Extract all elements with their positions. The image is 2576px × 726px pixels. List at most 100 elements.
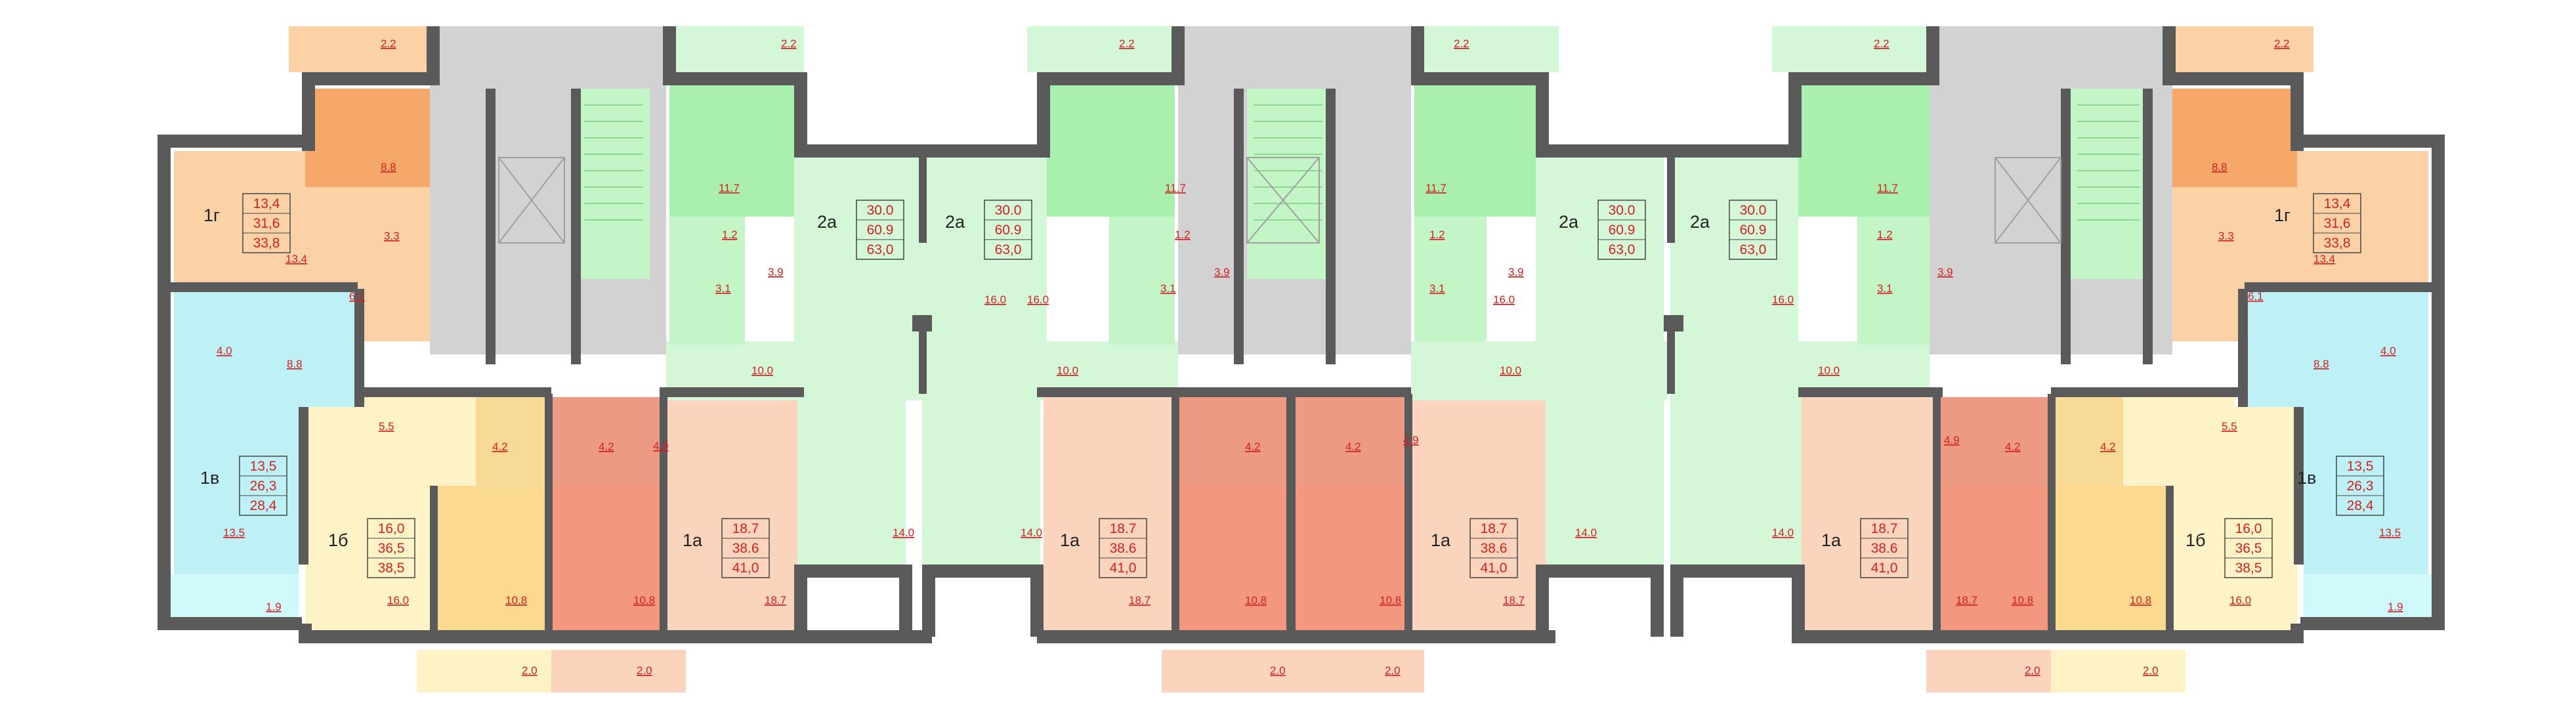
apartment-area-v2: 60.9 <box>1740 223 1767 238</box>
room-area-label: 2.0 <box>2143 664 2159 677</box>
bath-2a-a5 <box>669 217 745 345</box>
room-area-label: 18.7 <box>1129 594 1151 607</box>
apartment-area-v1: 30.0 <box>867 203 894 218</box>
room-area-label: 8.8 <box>2212 161 2228 173</box>
wall <box>1926 26 1939 85</box>
room-area-label: 10.8 <box>1245 594 1267 607</box>
room-area-label: 3.9 <box>1937 266 1953 278</box>
room-area-label: 8.8 <box>2313 358 2329 370</box>
wall <box>2051 387 2248 397</box>
room-area-label: 1.9 <box>266 601 282 613</box>
balcony-1g-left <box>289 26 430 72</box>
room-area-label: 3.9 <box>768 266 784 278</box>
apartment-type: 1в <box>2297 468 2316 488</box>
apartment-area-v3: 33,8 <box>253 236 280 251</box>
apartment-area-v1: 13,5 <box>250 459 277 474</box>
room-area-label: 4.2 <box>2005 440 2021 453</box>
walls <box>158 26 2445 643</box>
wall <box>1326 89 1336 364</box>
apartment-box-frame <box>1099 518 1147 578</box>
room-area-label: 10.0 <box>751 364 773 377</box>
balcony-1v-left <box>164 574 299 624</box>
balcony-1v-right <box>2304 574 2438 624</box>
room-area-label: 2.0 <box>2025 664 2040 677</box>
apartment-area-v1: 30.0 <box>1740 203 1767 218</box>
wall <box>2294 407 2304 565</box>
room-2a-a9-hall <box>1411 341 1667 400</box>
room-area-label: 13.4 <box>2313 253 2335 265</box>
room-area-label: 10.0 <box>1500 364 1521 377</box>
bath-2a-a10 <box>1857 217 1930 345</box>
room-1v-living <box>174 407 299 574</box>
wall <box>1788 72 1802 158</box>
wall <box>167 282 358 292</box>
room-1v-living-right <box>2304 407 2428 574</box>
wall <box>158 617 302 630</box>
balcony-2a-a9 <box>1411 26 1559 72</box>
room-2a-a6-kitchen <box>1047 72 1175 217</box>
apartment-box-frame <box>2313 193 2361 253</box>
room-2a-a5-room2 <box>797 400 906 571</box>
room-area-label: 11.7 <box>1425 182 1446 194</box>
apartment-type: 1г <box>203 205 220 225</box>
apartment-area-v3: 38,5 <box>2235 561 2262 576</box>
apartment-area-v3: 28,4 <box>250 498 277 513</box>
room-area-label: 1.9 <box>2388 601 2403 613</box>
room-area-label: 4.9 <box>1403 434 1419 446</box>
apartment-box-frame <box>856 200 904 260</box>
wall <box>1788 72 1936 85</box>
stair-flight-left <box>578 89 650 279</box>
room-1a-kitchen-left <box>548 486 666 630</box>
wall <box>660 394 667 633</box>
room-1v-kitchen-right <box>2245 289 2428 407</box>
apartment-area-v3: 41,0 <box>1871 561 1898 576</box>
wall <box>1037 630 1555 643</box>
wall <box>1933 394 1941 633</box>
room-area-label: 1.2 <box>1175 228 1191 241</box>
wall <box>919 154 927 243</box>
wall <box>1798 387 1943 397</box>
apartment-area-v3: 38,5 <box>378 561 405 576</box>
wall <box>899 565 912 637</box>
section-right <box>1802 26 2438 693</box>
room-area-label: 3.1 <box>1877 282 1893 295</box>
room-area-label: 8.8 <box>381 161 396 173</box>
wall-outer-left <box>158 135 171 627</box>
apartment-area-v3: 28,4 <box>2347 498 2374 513</box>
room-area-label: 13.5 <box>223 526 245 539</box>
apartment-area-v2: 36,5 <box>2235 541 2262 556</box>
apartment-area-v1: 18.7 <box>732 521 759 536</box>
apartment-box-frame <box>242 193 291 253</box>
balcony-2a-a6 <box>1027 26 1178 72</box>
apartment-area-v3: 63,0 <box>867 242 894 257</box>
room-area-label: 16.0 <box>984 293 1006 306</box>
apartment-type: 1а <box>1821 530 1842 550</box>
wall <box>2291 135 2441 148</box>
room-area-label: 1.2 <box>1429 228 1445 241</box>
room-area-label: 10.8 <box>2012 594 2033 607</box>
room-1a-a8-living <box>1411 397 1546 630</box>
wall <box>1536 565 1651 578</box>
room-2a-a9-room2 <box>1546 400 1664 571</box>
apartment-box-frame <box>1729 200 1777 260</box>
room-2a-a9-room <box>1536 154 1664 341</box>
wall <box>1792 565 1805 637</box>
room-2a-a9-kitchen <box>1414 72 1546 217</box>
room-area-label: 10.0 <box>1818 364 1840 377</box>
wall <box>794 72 807 158</box>
room-area-label: 3.9 <box>1214 266 1230 278</box>
room-1b-kitchen-right <box>2054 486 2169 630</box>
apartment-area-v3: 63,0 <box>995 242 1022 257</box>
apartment-area-v3: 41,0 <box>1110 561 1137 576</box>
wall <box>794 144 1047 158</box>
wall <box>302 72 433 85</box>
room-area-label: 16.0 <box>2229 594 2251 607</box>
wall <box>663 26 676 85</box>
room-area-label: 5.5 <box>379 420 394 433</box>
wall <box>1234 89 1244 364</box>
room-area-label: 3.3 <box>2218 230 2234 242</box>
apartment-type: 1а <box>1431 530 1451 550</box>
